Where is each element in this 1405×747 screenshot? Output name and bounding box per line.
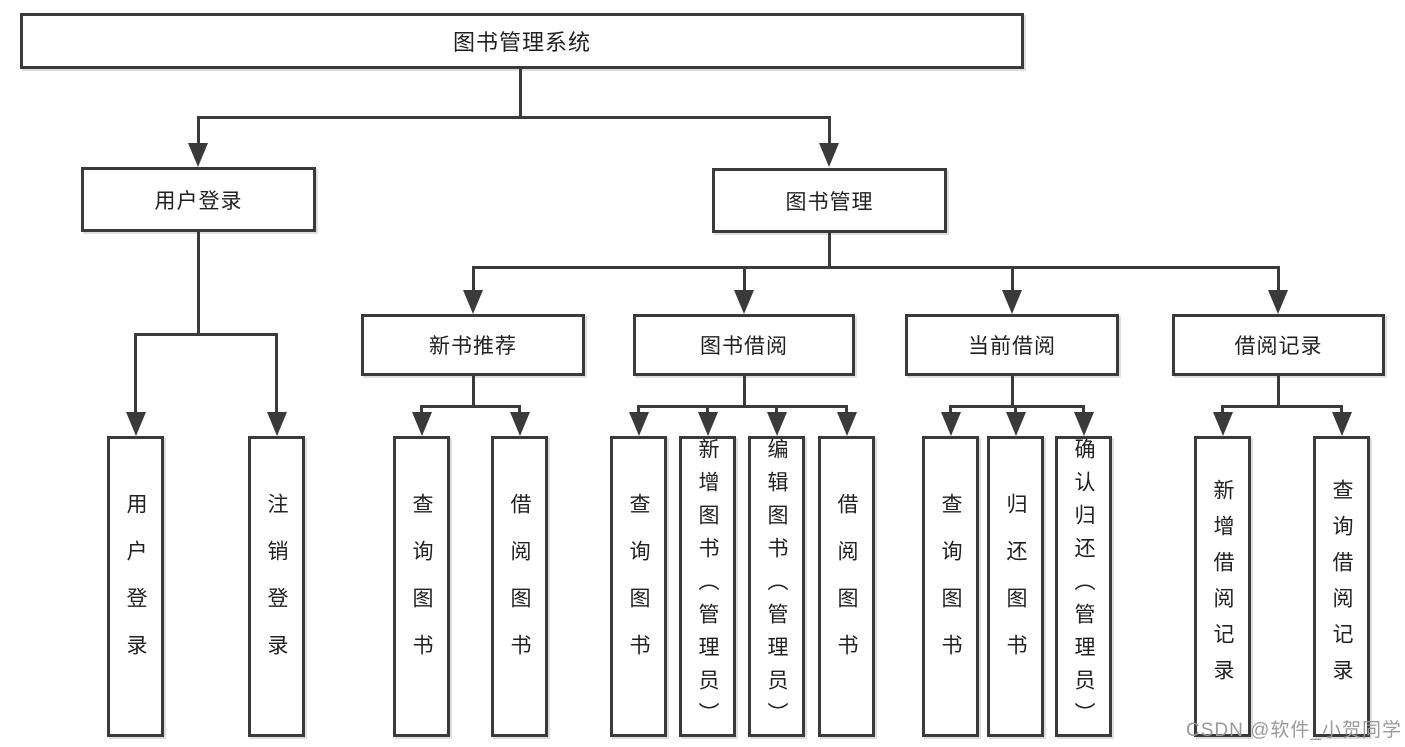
- node-label: 查询图书: [939, 492, 962, 681]
- connector-drop-leaf: [420, 405, 423, 417]
- node-label: 新书推荐: [429, 335, 517, 358]
- node-label: 图书管理: [785, 190, 874, 214]
- node-book-borrowing: 图书借阅: [633, 314, 855, 376]
- node-label: 查询图书: [410, 492, 433, 681]
- connector-drop-borrow-records: [1277, 266, 1280, 294]
- arrow-down-icon: [734, 290, 754, 314]
- connector-bus: [637, 405, 848, 408]
- connector-drop-book-borrow: [743, 266, 746, 294]
- node-label: 借阅记录: [1234, 335, 1323, 358]
- connector-drop-leaf: [1082, 405, 1085, 417]
- node-leaf-logout: 注销登录: [248, 436, 305, 737]
- node-label: 图书借阅: [700, 335, 788, 358]
- connector-root-stem: [519, 69, 522, 117]
- node-label: 用户登录: [124, 492, 147, 681]
- connector-bus: [949, 405, 1085, 408]
- node-leaf-add-borrow-record: 新增借阅记录: [1194, 436, 1251, 737]
- node-leaf-return-book: 归还图书: [987, 436, 1044, 737]
- connector-drop-leaf: [706, 405, 709, 417]
- node-label: 新增借阅记录: [1211, 478, 1234, 695]
- csdn-watermark: CSDN @软件_小贺同学: [1186, 720, 1402, 741]
- node-borrowing-records: 借阅记录: [1172, 314, 1385, 376]
- arrow-down-icon: [629, 412, 649, 436]
- connector-drop-current-borrow: [1011, 266, 1014, 294]
- connector-stem: [1277, 376, 1280, 408]
- connector-user-login-stem: [197, 232, 200, 335]
- connector-stem: [472, 376, 475, 408]
- node-book-management-branch: 图书管理: [712, 168, 947, 233]
- connector-drop-leaf: [949, 405, 952, 417]
- connector-bus: [1221, 405, 1343, 408]
- connector-drop-leaf: [637, 405, 640, 417]
- node-label: 查询图书: [627, 492, 650, 681]
- node-leaf-edit-book-admin: 编辑图书（管理员）: [748, 436, 805, 737]
- node-leaf-borrow-books-borrowing: 借阅图书: [818, 436, 875, 737]
- node-label: 编辑图书（管理员）: [765, 438, 788, 735]
- node-label: 查询借阅记录: [1330, 478, 1353, 695]
- node-label: 借阅图书: [835, 492, 858, 681]
- arrow-down-icon: [1074, 412, 1094, 436]
- node-label: 注销登录: [265, 492, 288, 681]
- node-root-system: 图书管理系统: [20, 13, 1024, 69]
- node-label: 确认归还（管理员）: [1072, 438, 1095, 735]
- connector-drop-leaf: [275, 333, 278, 415]
- node-leaf-borrow-books-recommend: 借阅图书: [491, 436, 548, 737]
- arrow-down-icon: [188, 143, 208, 167]
- node-label: 借阅图书: [508, 492, 531, 681]
- connector-drop-user-login: [197, 116, 200, 146]
- arrow-down-icon: [412, 412, 432, 436]
- node-label: 当前借阅: [968, 335, 1056, 358]
- node-leaf-query-books-current: 查询图书: [922, 436, 979, 737]
- node-leaf-add-book-admin: 新增图书（管理员）: [679, 436, 736, 737]
- node-user-login-branch: 用户登录: [81, 167, 316, 232]
- node-leaf-query-books-borrowing: 查询图书: [610, 436, 667, 737]
- arrow-down-icon: [1268, 290, 1288, 314]
- connector-drop-book-mgmt: [828, 116, 831, 146]
- node-leaf-query-borrow-record: 查询借阅记录: [1313, 436, 1370, 737]
- connector-drop-leaf: [134, 333, 137, 415]
- connector-drop-leaf: [1014, 405, 1017, 417]
- arrow-down-icon: [837, 412, 857, 436]
- connector-drop-leaf: [775, 405, 778, 417]
- arrow-down-icon: [126, 412, 146, 436]
- connector-drop-leaf: [1221, 405, 1224, 417]
- arrow-down-icon: [941, 412, 961, 436]
- node-label: 新增图书（管理员）: [696, 438, 719, 735]
- arrow-down-icon: [698, 412, 718, 436]
- connector-root-bus: [197, 116, 831, 119]
- node-label: 用户登录: [154, 189, 243, 213]
- arrow-down-icon: [510, 412, 530, 436]
- arrow-down-icon: [1332, 412, 1352, 436]
- connector-user-login-bus: [134, 333, 278, 336]
- arrow-down-icon: [267, 412, 287, 436]
- connector-stem: [743, 376, 746, 408]
- node-new-book-recommend: 新书推荐: [361, 314, 585, 376]
- connector-book-mgmt-bus: [472, 266, 1280, 269]
- arrow-down-icon: [819, 143, 839, 167]
- arrow-down-icon: [1213, 412, 1233, 436]
- connector-stem: [1011, 376, 1014, 408]
- connector-book-mgmt-stem: [828, 233, 831, 268]
- connector-drop-leaf: [845, 405, 848, 417]
- connector-bus: [420, 405, 521, 408]
- node-leaf-user-login: 用户登录: [107, 436, 164, 737]
- arrow-down-icon: [767, 412, 787, 436]
- node-label: 归还图书: [1004, 492, 1027, 681]
- arrow-down-icon: [463, 290, 483, 314]
- node-leaf-confirm-return-admin: 确认归还（管理员）: [1055, 436, 1112, 737]
- node-current-borrowing: 当前借阅: [905, 314, 1119, 376]
- connector-drop-leaf: [518, 405, 521, 417]
- arrow-down-icon: [1006, 412, 1026, 436]
- node-leaf-query-books-recommend: 查询图书: [393, 436, 450, 737]
- node-label: 图书管理系统: [452, 30, 591, 55]
- connector-drop-new-books: [472, 266, 475, 294]
- arrow-down-icon: [1002, 290, 1022, 314]
- connector-drop-leaf: [1340, 405, 1343, 417]
